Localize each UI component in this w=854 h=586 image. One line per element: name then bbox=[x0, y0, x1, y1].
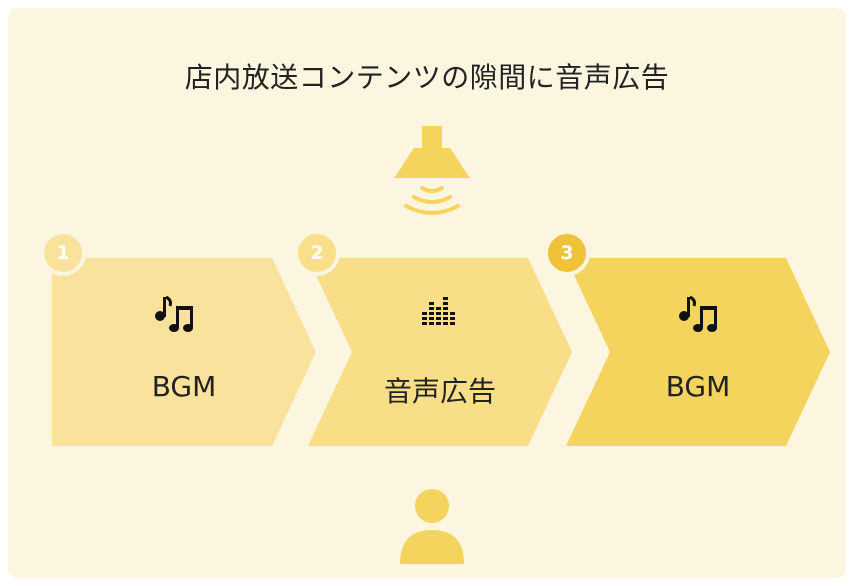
step-1-label: BGM bbox=[151, 370, 217, 403]
equalizer-icon bbox=[422, 297, 455, 325]
step-1-badge: 1 bbox=[40, 230, 86, 276]
step-3-badge: 3 bbox=[544, 230, 590, 276]
diagram-title: 店内放送コンテンツの隙間に音声広告 bbox=[184, 61, 670, 94]
step-2: 音声広告 bbox=[308, 258, 572, 446]
step-3: BGM bbox=[566, 258, 830, 446]
step-2-label: 音声広告 bbox=[383, 375, 496, 408]
step-1: BGM bbox=[52, 258, 316, 446]
listener-icon bbox=[400, 489, 464, 564]
step-3-label: BGM bbox=[665, 370, 731, 403]
step-2-chevron bbox=[308, 258, 572, 446]
music-notes-icon bbox=[155, 295, 193, 332]
music-notes-icon bbox=[679, 295, 717, 332]
step-3-chevron bbox=[566, 258, 830, 446]
speaker-icon bbox=[394, 126, 470, 215]
step-2-badge: 2 bbox=[294, 230, 340, 276]
step-1-chevron bbox=[52, 258, 316, 446]
